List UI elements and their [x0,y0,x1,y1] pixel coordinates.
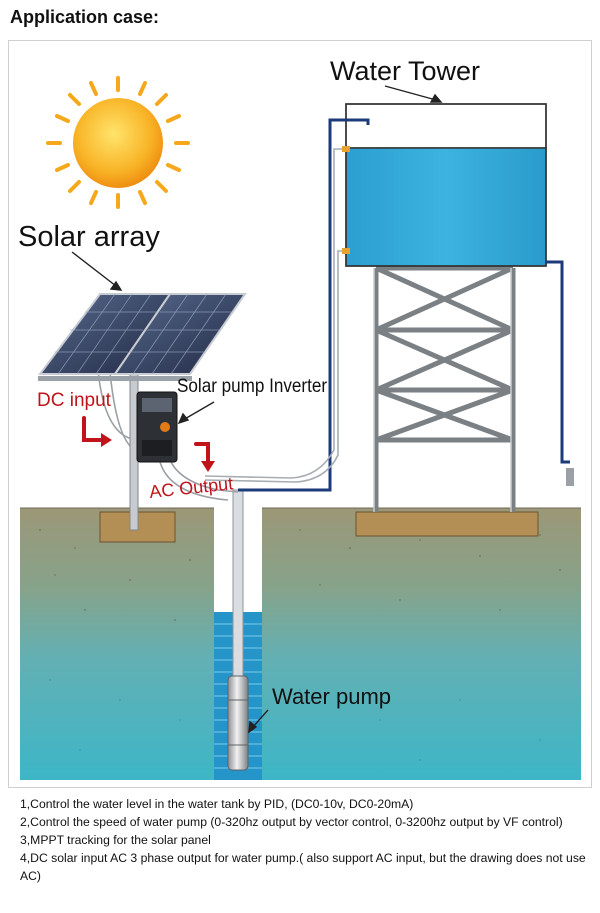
ground [20,507,581,780]
sensor-cables [204,148,342,483]
flow-arrows [82,416,210,466]
riser-pipe [232,489,244,681]
leader-arrows [71,85,443,734]
note-item: 4,DC solar input AC 3 phase output for w… [20,851,586,883]
label-dc-input: DC input [37,390,112,411]
label-solar-array: Solar array [18,221,160,253]
heading: Application case: [10,7,160,27]
sun-icon [46,76,190,209]
tower-structure [373,265,516,512]
water-tank [345,103,547,267]
level-sensor-low [342,248,350,254]
note-item: 1,Control the water level in the water t… [20,797,414,811]
label-inverter: Solar pump Inverter [177,375,327,396]
water-pump-icon [227,675,249,771]
ac-arrow-head [201,461,215,472]
tap-outlet [566,468,574,486]
solar-pump-inverter-icon [136,391,178,463]
tower-foundation [355,511,539,537]
label-water-tower: Water Tower [330,56,480,86]
label-water-pump: Water pump [272,684,391,709]
note-item: 2,Control the speed of water pump (0-320… [20,815,563,829]
solar-panel-icon [38,293,247,381]
dc-arrow-head [101,433,112,447]
solar-pump-diagram: Water Tower Solar array Solar pump Inver… [8,40,592,788]
note-item: 3,MPPT tracking for the solar panel [20,833,211,847]
supply-pipe [238,118,570,492]
level-sensor-high [342,146,350,152]
notes-list: 1,Control the water level in the water t… [20,795,590,885]
